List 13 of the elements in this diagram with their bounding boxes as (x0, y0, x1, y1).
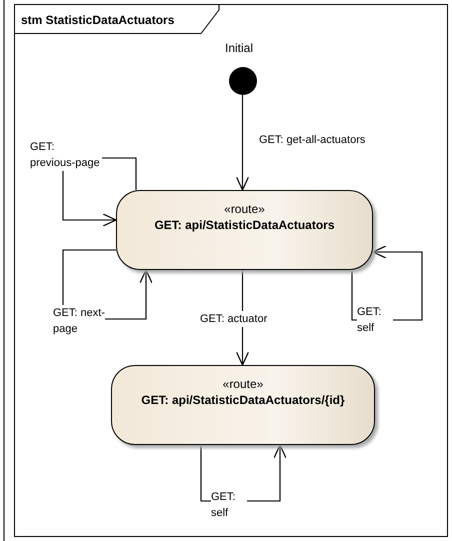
state-name: GET: api/StatisticDataActuators/{id} (140, 392, 346, 408)
state-box (111, 365, 375, 445)
initial-state (229, 67, 257, 95)
edge-label: GET: previous-page (30, 139, 102, 171)
diagram-frame (14, 4, 448, 537)
stereotype-text: «route» (222, 376, 264, 392)
transition-arrow (236, 95, 250, 191)
stereotype-text: «route» (223, 201, 266, 217)
state-label: Initial (225, 41, 254, 55)
frame-label: stm StatisticDataActuators (21, 13, 174, 27)
state-name: GET: api/StatisticDataActuators (153, 217, 336, 233)
state-box (116, 190, 373, 270)
edge-label: GET: next-page (53, 305, 105, 337)
